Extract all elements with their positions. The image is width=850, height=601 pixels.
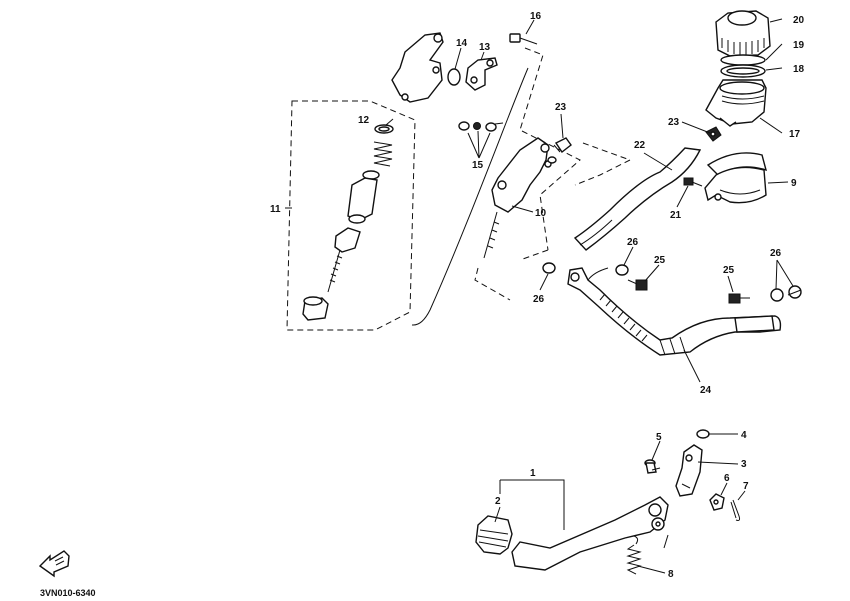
callout-24: 24 — [700, 385, 712, 396]
callout-2: 2 — [495, 496, 501, 507]
rod-boot — [302, 296, 329, 321]
callout-25-center: 25 — [654, 255, 666, 266]
callout-22: 22 — [634, 140, 646, 151]
group-line-10 — [474, 47, 581, 301]
return-spring-8 — [626, 535, 642, 575]
callout-8: 8 — [668, 569, 674, 580]
callout-23-left: 23 — [555, 102, 567, 113]
callout-6: 6 — [724, 473, 730, 484]
screws-15 — [458, 121, 504, 132]
callout-4: 4 — [741, 430, 747, 441]
callout-1: 1 — [530, 468, 536, 479]
brake-hose-24 — [567, 267, 782, 356]
cotter-pin-7 — [730, 499, 741, 521]
o-ring-14 — [447, 68, 461, 86]
callout-21: 21 — [670, 210, 682, 221]
washer-26-left — [542, 262, 556, 274]
spring — [373, 141, 393, 167]
callout-5: 5 — [656, 432, 662, 443]
callout-10: 10 — [535, 208, 547, 219]
callout-15: 15 — [472, 160, 484, 171]
leader-lines — [385, 18, 802, 574]
washer-6 — [709, 493, 725, 511]
push-rod — [411, 67, 529, 326]
figure-code: 3VN010-6340 — [40, 588, 96, 598]
callout-3: 3 — [741, 459, 747, 470]
callout-18: 18 — [793, 64, 805, 75]
callout-7: 7 — [743, 481, 749, 492]
hose-fitting-13 — [465, 57, 498, 91]
hose-clip-23-right — [705, 126, 722, 142]
washer-26-right-a — [770, 288, 784, 302]
callout-11: 11 — [270, 204, 281, 215]
piston-rod-assembly — [327, 227, 361, 293]
banjo-bolt-25-right — [728, 293, 750, 304]
hose-clip-23-left — [553, 137, 572, 154]
callout-23-right: 23 — [668, 117, 680, 128]
reservoir-tank-17 — [705, 79, 767, 127]
master-cylinder-10 — [483, 137, 557, 259]
callout-26-center: 26 — [627, 237, 639, 248]
bolt-16 — [509, 33, 538, 45]
circlip-12 — [374, 124, 394, 134]
piston-sleeve — [347, 170, 380, 224]
callout-25-right: 25 — [723, 265, 735, 276]
master-cylinder-body-upper — [391, 32, 444, 103]
nut-4 — [696, 429, 710, 439]
reservoir-bracket-9 — [704, 152, 768, 204]
banjo-bolt-25-center — [627, 279, 648, 291]
callout-19: 19 — [793, 40, 805, 51]
bolt-21 — [683, 177, 703, 187]
callout-9: 9 — [791, 178, 797, 189]
reservoir-cap-20 — [715, 10, 771, 57]
clevis-3 — [675, 444, 703, 497]
callout-26-right: 26 — [770, 248, 782, 259]
front-arrow-icon — [38, 550, 70, 578]
callout-26-left: 26 — [533, 294, 545, 305]
callout-12: 12 — [358, 115, 370, 126]
callout-17: 17 — [789, 129, 801, 140]
washer-26-center — [615, 264, 629, 276]
callout-20: 20 — [793, 15, 805, 26]
diaphragm-plate-19 — [720, 54, 766, 66]
pedal-rubber-2 — [475, 515, 513, 555]
callout-13: 13 — [479, 42, 491, 53]
reservoir-hose-22 — [573, 147, 702, 251]
brake-pedal-1 — [511, 496, 669, 571]
pin-5 — [644, 459, 661, 474]
diaphragm-18 — [720, 64, 766, 78]
callout-14: 14 — [456, 38, 468, 49]
callout-16: 16 — [530, 11, 542, 22]
